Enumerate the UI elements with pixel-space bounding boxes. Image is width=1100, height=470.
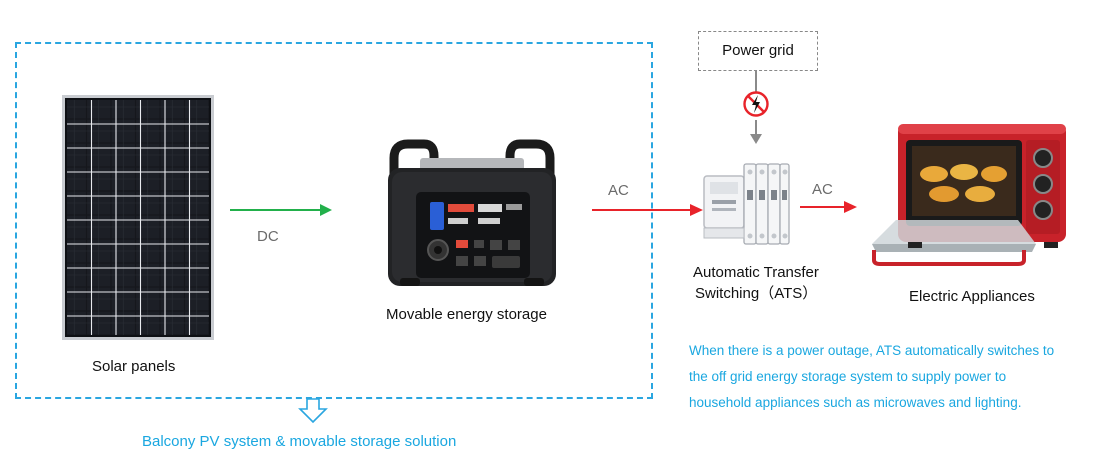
electric-appliances-label: Electric Appliances xyxy=(909,288,1035,305)
outage-note-line-1: When there is a power outage, ATS automa… xyxy=(689,343,1055,358)
ats-image xyxy=(703,163,790,245)
outage-note: When there is a power outage, ATS automa… xyxy=(689,338,1089,416)
outage-note-line-3: household appliances such as microwaves … xyxy=(689,395,1022,410)
diagram-caption: Balcony PV system & movable storage solu… xyxy=(142,433,457,450)
energy-storage-image xyxy=(388,139,556,286)
down-arrow-icon xyxy=(298,398,328,424)
ac-arrow-2 xyxy=(800,201,857,213)
ats-label-line1: Automatic Transfer xyxy=(693,264,819,281)
dc-arrow xyxy=(230,204,332,216)
ac-arrow-1 xyxy=(592,204,703,216)
system-boundary xyxy=(15,42,653,399)
power-grid-label: Power grid xyxy=(722,42,794,59)
energy-storage-label: Movable energy storage xyxy=(386,306,547,323)
solar-panels-label: Solar panels xyxy=(92,358,176,375)
ats-label-line2: Switching（ATS） xyxy=(695,285,818,302)
power-grid-box: Power grid xyxy=(698,31,818,71)
ac-label-2: AC xyxy=(812,181,833,198)
outage-note-line-2: the off grid energy storage system to su… xyxy=(689,369,1007,384)
ac-label-1: AC xyxy=(608,182,629,199)
dc-label: DC xyxy=(257,228,279,245)
power-off-icon xyxy=(743,91,769,117)
grid-down-arrow xyxy=(750,70,762,144)
toaster-oven-image xyxy=(872,124,1066,266)
solar-panel-image xyxy=(62,95,214,340)
